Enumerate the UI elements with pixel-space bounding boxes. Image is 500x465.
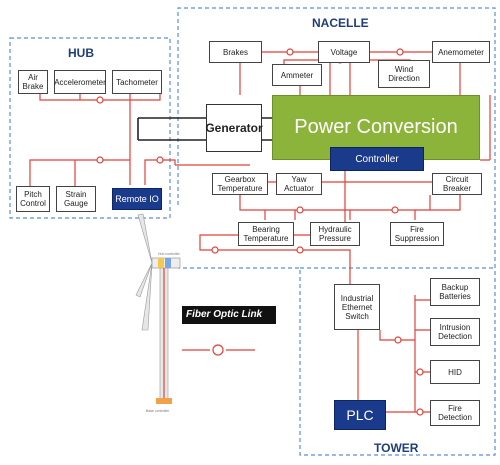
fiber-optic-legend-bg — [182, 306, 276, 324]
strain-gauge-box: Strain Gauge — [56, 186, 96, 212]
plc-box: PLC — [334, 400, 386, 430]
tower-region-label: TOWER — [374, 441, 419, 455]
bearing-temperature-box: Bearing Temperature — [238, 222, 294, 246]
wind-direction-box: Wind Direction — [378, 60, 430, 88]
yaw-actuator-box: Yaw Actuator — [276, 173, 322, 195]
red-link-lines — [29, 51, 491, 413]
hub-region-border — [9, 37, 171, 219]
accelerometer-box: Accelerometer — [54, 70, 106, 94]
hub-region-label: HUB — [68, 46, 94, 60]
nacelle-region-label: NACELLE — [312, 16, 369, 30]
remote-io-box: Remote IO — [112, 188, 162, 210]
wind-turbine-illustration: Hub controller Base controller — [135, 213, 181, 413]
ammeter-box: Ammeter — [272, 64, 322, 86]
backup-batteries-box: Backup Batteries — [430, 278, 480, 306]
intrusion-detection-box: Intrusion Detection — [430, 318, 480, 346]
tachometer-box: Tachometer — [112, 70, 162, 94]
hid-box: HID — [430, 360, 480, 384]
fiber-optic-link-label: Fiber Optic Link — [186, 309, 263, 320]
brakes-box: Brakes — [209, 41, 262, 63]
generator-box: Generator — [205, 104, 263, 152]
main-shaft — [137, 117, 272, 141]
controller-box: Controller — [330, 147, 424, 171]
pitch-control-box: Pitch Control — [16, 186, 50, 212]
air-brake-box: Air Brake — [18, 70, 48, 94]
fire-suppression-box: Fire Suppression — [390, 222, 444, 246]
svg-text:Hub controller: Hub controller — [158, 252, 181, 256]
fire-detection-box: Fire Detection — [430, 400, 480, 426]
voltage-box: Voltage — [318, 41, 370, 63]
svg-text:Base controller: Base controller — [146, 409, 170, 413]
industrial-ethernet-switch-box: Industrial Ethernet Switch — [334, 284, 380, 330]
gearbox-temperature-box: Gearbox Temperature — [212, 173, 268, 195]
anemometer-box: Anemometer — [432, 41, 490, 63]
hydraulic-pressure-box: Hydraulic Pressure — [310, 222, 360, 246]
circuit-breaker-box: Circuit Breaker — [432, 173, 482, 195]
nacelle-region-border — [177, 7, 496, 456]
